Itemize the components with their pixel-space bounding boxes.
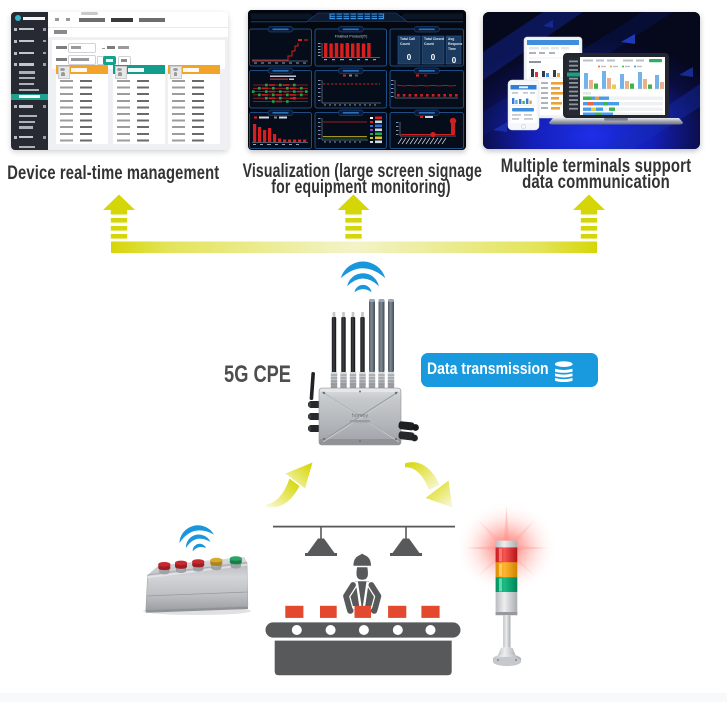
svg-text:Count: Count xyxy=(400,42,411,46)
svg-text:Avg: Avg xyxy=(448,37,454,41)
svg-text:0: 0 xyxy=(431,53,436,62)
svg-text:Finished Product(/T): Finished Product(/T) xyxy=(335,35,368,39)
svg-text:homey: homey xyxy=(352,413,369,419)
svg-text:0: 0 xyxy=(452,56,457,65)
svg-text:0: 0 xyxy=(407,53,412,62)
svg-text:Total Call: Total Call xyxy=(400,37,415,41)
svg-text:Time: Time xyxy=(448,47,456,51)
svg-text:Count: Count xyxy=(424,42,435,46)
svg-text:Total Closed: Total Closed xyxy=(424,37,444,41)
svg-text:Respons: Respons xyxy=(448,42,462,46)
